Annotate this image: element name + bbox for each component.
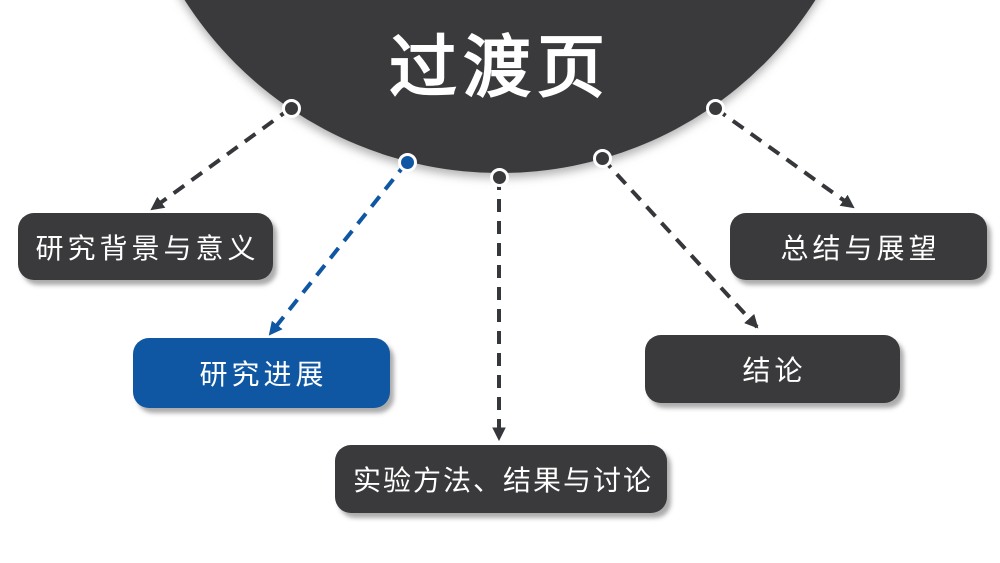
- connector-dot-experiment-methods: [490, 168, 509, 187]
- connector-line-research-background: [150, 106, 293, 211]
- node-label: 结论: [742, 354, 807, 387]
- connector-line-summary-outlook: [713, 106, 855, 209]
- node-experiment-methods[interactable]: 实验方法、结果与讨论: [335, 445, 667, 513]
- node-label: 总结与展望: [780, 231, 941, 265]
- node-label: 实验方法、结果与讨论: [352, 464, 653, 497]
- node-research-progress[interactable]: 研究进展: [133, 338, 390, 408]
- slide-title: 过渡页: [388, 29, 611, 108]
- connector-dot-research-progress: [398, 153, 417, 172]
- node-label: 研究进展: [199, 358, 328, 391]
- connector-dot-conclusion: [593, 149, 612, 168]
- connector-dot-summary-outlook: [706, 99, 725, 118]
- node-conclusion[interactable]: 结论: [645, 335, 900, 403]
- connector-dot-research-background: [282, 99, 301, 118]
- node-summary-outlook[interactable]: 总结与展望: [730, 213, 987, 280]
- node-label: 研究背景与意义: [35, 231, 260, 265]
- connector-line-research-progress: [268, 160, 409, 336]
- node-research-background[interactable]: 研究背景与意义: [18, 213, 273, 280]
